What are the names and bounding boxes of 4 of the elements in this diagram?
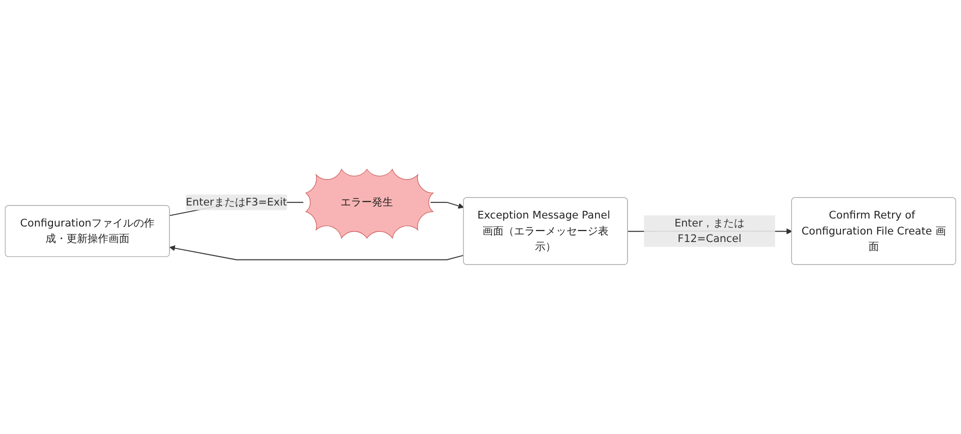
arrow [169, 245, 464, 260]
arrow [430, 202, 464, 209]
edge-label: EnterまたはF3=Exit [186, 196, 287, 208]
edge-label: Enter，またはF12=Cancel [674, 216, 745, 245]
